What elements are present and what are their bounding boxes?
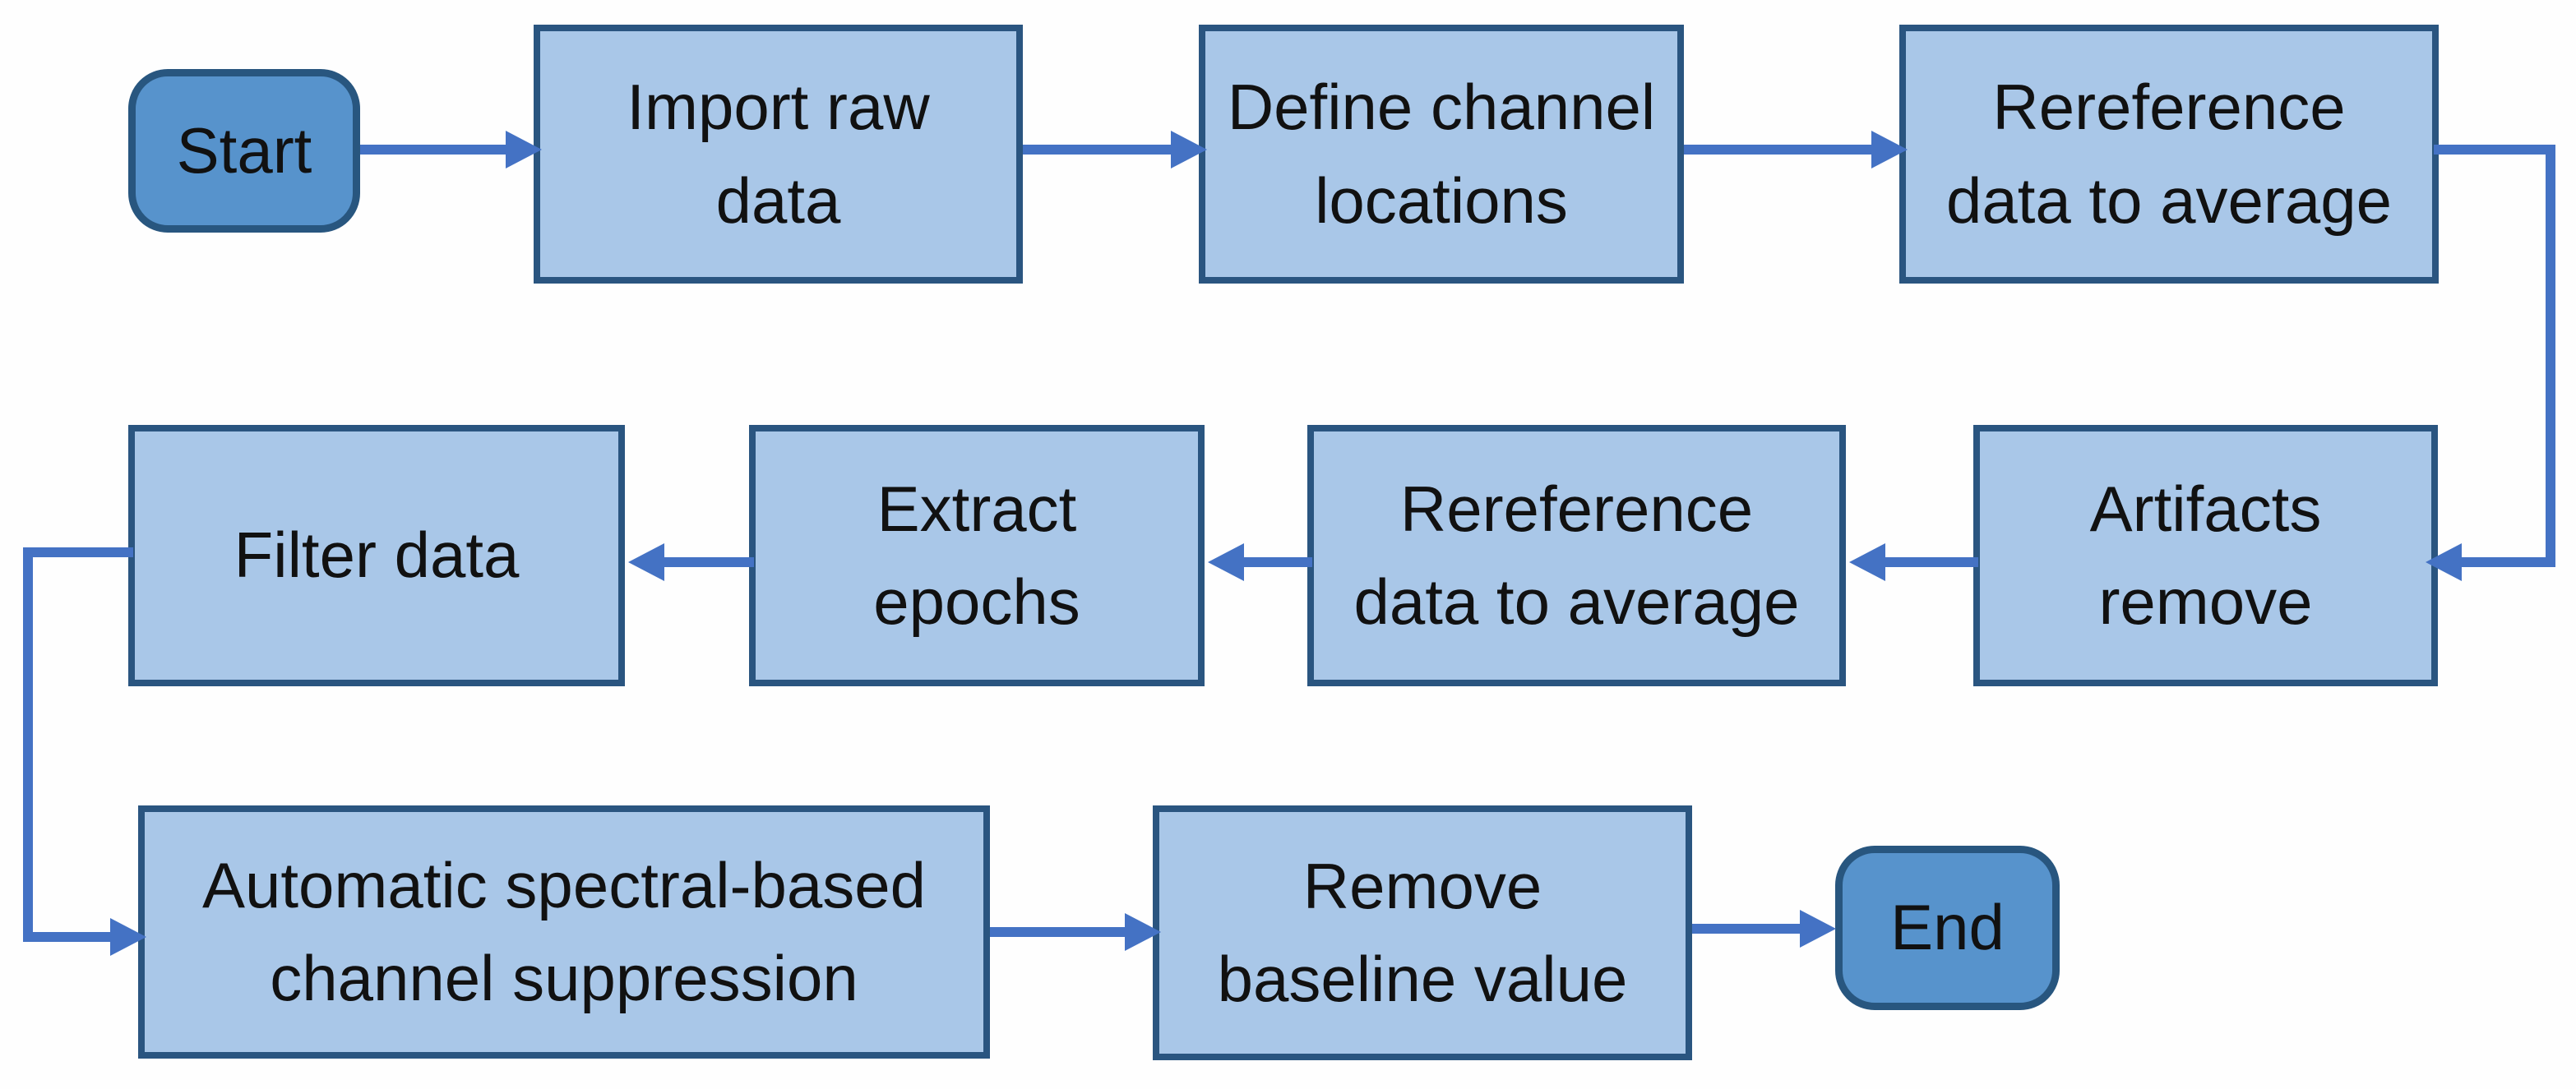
- arrow-filter-to-autospectral-seg-bottom: [23, 932, 110, 942]
- arrow-artifacts-to-rereference2-shaft: [1885, 557, 1978, 567]
- arrow-start-to-import-head: [506, 131, 542, 168]
- node-end: End: [1835, 846, 2060, 1010]
- node-end-label: End: [1890, 891, 2005, 964]
- arrow-filter-to-autospectral-seg-top: [23, 547, 133, 557]
- arrow-autospectral-to-removebaseline-head: [1125, 913, 1161, 951]
- arrow-define-to-rereference1-shaft: [1684, 145, 1873, 155]
- arrow-rereference1-to-artifacts-seg-bottom: [2462, 557, 2555, 567]
- arrow-filter-to-autospectral-head: [110, 918, 146, 956]
- arrow-rereference1-to-artifacts-seg-top: [2434, 145, 2555, 155]
- node-start-label: Start: [176, 113, 312, 187]
- node-automatic-spectral-based-channel-suppression-label: Automatic spectral-based channel suppres…: [201, 848, 927, 1014]
- arrow-extract-to-filter-head: [628, 543, 664, 581]
- arrow-removebaseline-to-end-shaft: [1692, 924, 1800, 934]
- node-automatic-spectral-based-channel-suppression: Automatic spectral-based channel suppres…: [138, 805, 990, 1059]
- node-define-channel-locations: Define channel locations: [1199, 25, 1684, 284]
- node-rereference-data-to-average-2-label: Rereference data to average: [1353, 472, 1800, 638]
- arrow-removebaseline-to-end-head: [1800, 910, 1836, 948]
- arrow-autospectral-to-removebaseline-shaft: [990, 927, 1125, 937]
- arrow-filter-to-autospectral-seg-vertical: [23, 547, 33, 942]
- node-remove-baseline-value-label: Remove baseline value: [1217, 849, 1628, 1015]
- node-rereference-data-to-average-2: Rereference data to average: [1307, 425, 1846, 686]
- arrow-rereference1-to-artifacts-head: [2426, 543, 2462, 581]
- arrow-rereference2-to-extract-shaft: [1244, 557, 1312, 567]
- arrow-artifacts-to-rereference2-head: [1849, 543, 1885, 581]
- node-rereference-data-to-average-1: Rereference data to average: [1899, 25, 2439, 284]
- node-artifacts-remove: Artifacts remove: [1973, 425, 2438, 686]
- node-define-channel-locations-label: Define channel locations: [1227, 71, 1656, 237]
- arrow-rereference2-to-extract-head: [1208, 543, 1244, 581]
- node-start: Start: [128, 69, 360, 233]
- node-import-raw-data: Import raw data: [534, 25, 1023, 284]
- arrow-define-to-rereference1-head: [1871, 131, 1908, 168]
- arrow-import-to-define-head: [1171, 131, 1207, 168]
- node-extract-epochs-label: Extract epochs: [873, 472, 1080, 638]
- node-rereference-data-to-average-1-label: Rereference data to average: [1945, 71, 2393, 237]
- node-artifacts-remove-label: Artifacts remove: [2089, 472, 2322, 638]
- node-extract-epochs: Extract epochs: [749, 425, 1205, 686]
- arrow-start-to-import-shaft: [360, 145, 508, 155]
- arrow-rereference1-to-artifacts-seg-vertical: [2546, 145, 2555, 567]
- arrow-extract-to-filter-shaft: [664, 557, 754, 567]
- arrow-import-to-define-shaft: [1023, 145, 1172, 155]
- node-import-raw-data-label: Import raw data: [627, 71, 930, 237]
- node-remove-baseline-value: Remove baseline value: [1153, 805, 1692, 1060]
- node-filter-data-label: Filter data: [234, 519, 520, 592]
- node-filter-data: Filter data: [128, 425, 625, 686]
